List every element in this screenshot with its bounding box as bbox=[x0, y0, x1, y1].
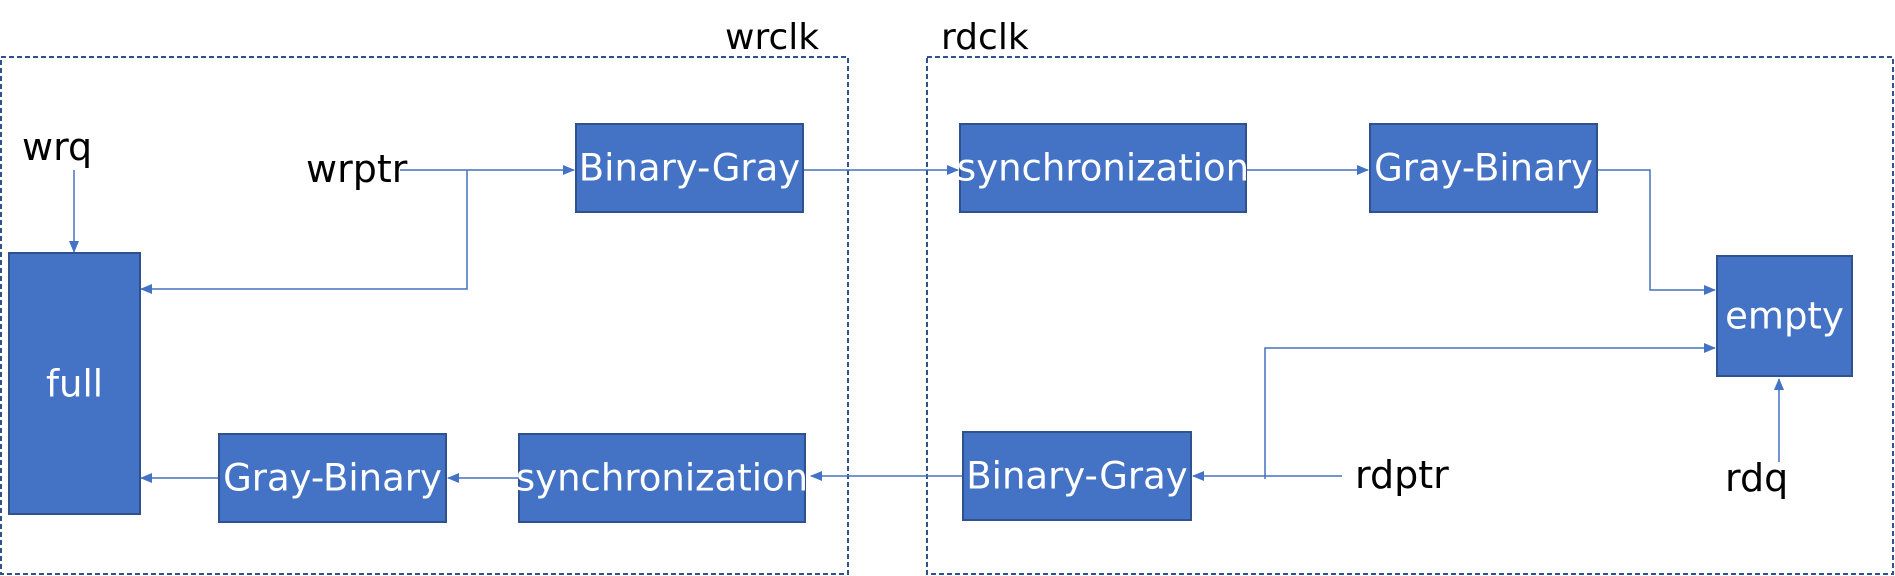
full-block-label: full bbox=[46, 363, 103, 406]
full-block: full bbox=[8, 252, 141, 515]
signal-rdq: rdq bbox=[1725, 456, 1788, 500]
read-clock-label: rdclk bbox=[941, 17, 1029, 58]
read-binary-gray-block: Binary-Gray bbox=[962, 431, 1192, 521]
write-gray-binary-label: Gray-Binary bbox=[223, 457, 442, 500]
signal-rdptr: rdptr bbox=[1355, 453, 1449, 497]
wire-gray-binary-to-empty bbox=[1597, 169, 1716, 295]
read-clock-domain bbox=[926, 56, 1894, 575]
read-gray-binary-block: Gray-Binary bbox=[1369, 123, 1598, 213]
wire-rdptr-to-empty bbox=[1264, 343, 1716, 479]
empty-block-label: empty bbox=[1725, 295, 1844, 338]
write-synchronization-label: synchronization bbox=[516, 457, 808, 500]
signal-wrq: wrq bbox=[22, 125, 92, 169]
write-gray-binary-block: Gray-Binary bbox=[218, 433, 447, 523]
write-binary-gray-block: Binary-Gray bbox=[575, 123, 804, 213]
write-clock-label: wrclk bbox=[725, 17, 819, 58]
read-synchronization-block: synchronization bbox=[957, 123, 1249, 213]
signal-wrptr: wrptr bbox=[306, 147, 408, 191]
write-synchronization-block: synchronization bbox=[516, 433, 808, 523]
write-binary-gray-label: Binary-Gray bbox=[579, 147, 800, 190]
empty-block: empty bbox=[1716, 255, 1853, 377]
read-synchronization-label: synchronization bbox=[957, 147, 1249, 190]
write-clock-domain bbox=[0, 56, 849, 575]
wire-wrptr-to-full bbox=[140, 170, 468, 294]
read-gray-binary-label: Gray-Binary bbox=[1374, 147, 1593, 190]
read-binary-gray-label: Binary-Gray bbox=[966, 455, 1187, 498]
